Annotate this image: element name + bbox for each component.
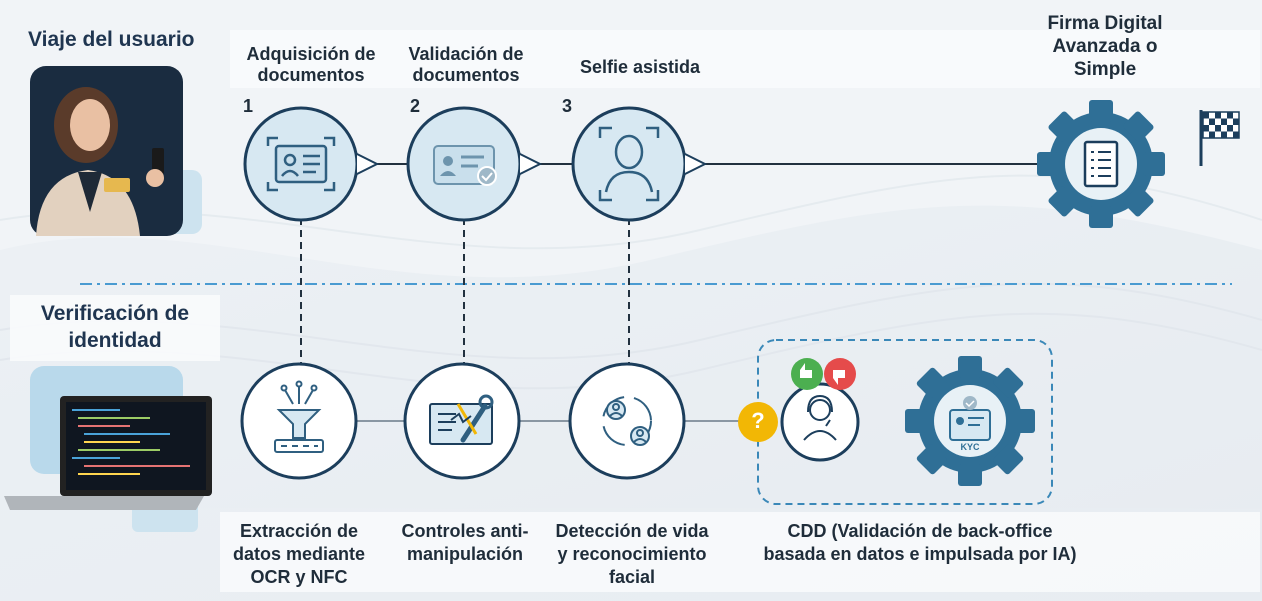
verification-step-3-label-line1: Detección de vida	[555, 521, 709, 541]
id-card-scan-icon	[266, 136, 336, 192]
laptop-photo	[4, 366, 212, 532]
thumbs-down-icon	[824, 358, 856, 390]
cdd-label-line1: CDD (Validación de back-office	[787, 521, 1053, 541]
section-title-verification-line1: Verificación de	[40, 302, 190, 325]
step-number-2: 2	[410, 96, 421, 116]
verification-step-1-label-line2: datos mediante	[232, 544, 366, 565]
user-photo	[30, 66, 202, 236]
final-step-label-line1: Firma Digital	[1047, 13, 1163, 34]
cdd-label: CDD (Validación de back-office basada en…	[730, 520, 1110, 566]
verification-step-2-node	[403, 362, 521, 480]
journey-step-2-label-line2: documentos	[412, 65, 520, 86]
step-number-3: 3	[562, 96, 573, 116]
verification-step-3-label: Detección de vida y reconocimiento facia…	[542, 520, 722, 589]
verification-step-1-label-line1: Extracción de	[239, 521, 359, 541]
journey-step-3-node	[571, 106, 708, 222]
thumbs-up-icon	[791, 358, 823, 390]
cdd-label-line2: basada en datos e impulsada por IA)	[763, 544, 1077, 565]
id-card-check-icon	[433, 145, 497, 186]
question-icon	[738, 402, 778, 442]
face-scan-icon	[598, 126, 660, 202]
journey-step-1-label: Adquisición de documentos	[226, 44, 396, 86]
journey-step-1-node	[243, 106, 380, 222]
gear-document-icon	[1037, 100, 1165, 228]
journey-step-1-label-line2: documentos	[257, 65, 365, 86]
section-title-backdrop	[10, 295, 220, 361]
question-mark-text: ?	[751, 408, 765, 433]
checkered-flag-icon	[1199, 110, 1240, 166]
verification-step-2-label-line2: manipulación	[406, 544, 523, 565]
final-step-label-line2: Avanzada o	[1052, 35, 1158, 57]
final-step-label-line3: Simple	[1073, 58, 1137, 80]
verification-step-1-label: Extracción de datos mediante OCR y NFC	[216, 520, 382, 589]
gear-kyc-icon	[905, 356, 1035, 486]
people-network-icon	[602, 396, 652, 446]
tamper-tools-icon	[429, 394, 494, 445]
kyc-text: KYC	[960, 442, 980, 452]
journey-step-2-label-line1: Validación de	[408, 44, 524, 64]
journey-step-1-label-line1: Adquisición de	[246, 44, 376, 64]
journey-step-2-node	[406, 106, 543, 222]
verification-step-2-label: Controles anti- manipulación	[384, 520, 546, 566]
verification-step-1-node	[240, 362, 358, 480]
verification-step-1-label-line3: OCR y NFC	[250, 567, 348, 588]
final-step-label: Firma Digital Avanzada o Simple	[1020, 13, 1190, 81]
verification-step-3-label-line2: y reconocimiento	[557, 544, 707, 565]
verification-step-3-label-line3: facial	[608, 567, 656, 588]
section-title-verification-line2: identidad	[68, 329, 162, 353]
journey-step-3-label: Selfie asistida	[579, 57, 701, 77]
verification-step-2-label-line1: Controles anti-	[401, 521, 529, 541]
section-title-journey: Viaje del usuario	[28, 28, 195, 51]
section-title-verification: Verificación de identidad	[10, 300, 220, 355]
verification-step-3-node	[568, 362, 686, 480]
funnel-data-icon	[274, 380, 324, 453]
step-number-1: 1	[243, 96, 254, 116]
agent-icon	[780, 382, 860, 462]
journey-step-2-label: Validación de documentos	[386, 44, 546, 86]
